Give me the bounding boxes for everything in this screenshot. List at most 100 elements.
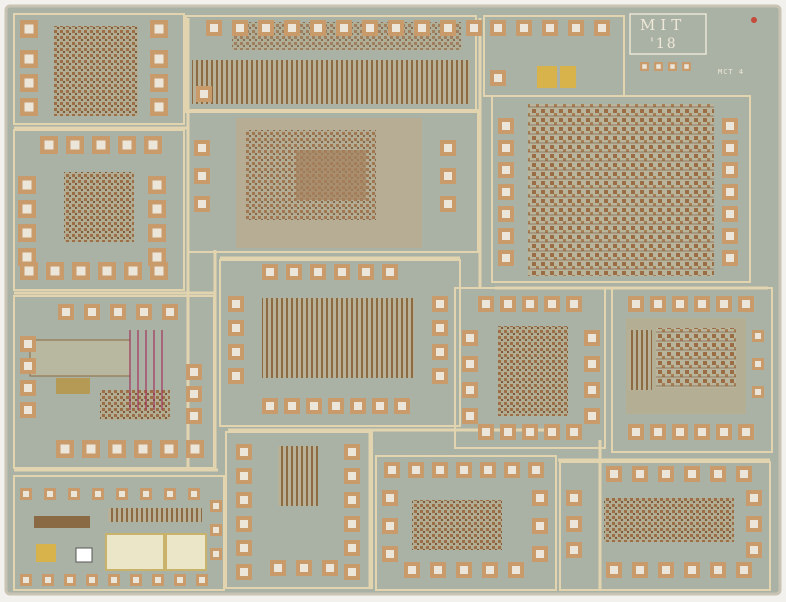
bond-pad-center — [24, 384, 32, 392]
bond-pad-center — [662, 566, 670, 574]
bond-pad-center — [348, 448, 356, 456]
bond-pad-center — [536, 550, 544, 558]
bond-pad-center — [386, 494, 394, 502]
bond-pad-center — [191, 491, 197, 497]
bond-pad-center — [274, 564, 282, 572]
bond-pad-center — [742, 428, 750, 436]
bond-pad-center — [726, 122, 734, 130]
bond-pad-center — [526, 300, 534, 308]
bond-pad-center — [354, 402, 362, 410]
bond-pad-center — [24, 102, 34, 112]
bond-pad-center — [436, 372, 444, 380]
bond-pad-center — [386, 550, 394, 558]
bond-pad-center — [504, 428, 512, 436]
bond-pad-center — [610, 566, 618, 574]
bond-pad-center — [232, 324, 240, 332]
bond-pad-center — [200, 90, 208, 98]
bond-pad-center — [240, 496, 248, 504]
bond-pad-center — [434, 566, 442, 574]
gold-pad-top-right — [537, 66, 557, 88]
bond-pad-center — [111, 577, 117, 583]
bond-pad-center — [684, 64, 689, 69]
bond-pad-center — [112, 444, 122, 454]
bond-pad-center — [348, 520, 356, 528]
bond-pad-center — [444, 144, 452, 152]
bond-pad-center — [76, 266, 86, 276]
bond-pad-center — [338, 268, 346, 276]
logic-block-top-left — [54, 26, 138, 116]
bond-pad-center — [326, 564, 334, 572]
block-frames — [13, 13, 773, 591]
bond-pad-center — [482, 300, 490, 308]
bond-pad-center — [392, 24, 400, 32]
bond-pad-center — [213, 551, 219, 557]
bond-pad-center — [190, 368, 198, 376]
bond-pad-center — [148, 140, 158, 150]
bond-pad-center — [154, 78, 164, 88]
bond-pad-center — [89, 577, 95, 583]
bond-pad-center — [536, 522, 544, 530]
bond-pad-center — [154, 266, 164, 276]
bond-pad-center — [726, 166, 734, 174]
bond-pad-center — [198, 172, 206, 180]
bond-pad-center — [466, 412, 474, 420]
bond-pad-center — [290, 268, 298, 276]
bond-pad-center — [502, 210, 510, 218]
analog-block-left — [29, 339, 131, 377]
bond-pad-center — [24, 362, 32, 370]
bond-pad-center — [502, 166, 510, 174]
bond-pad-center — [62, 308, 70, 316]
bond-pad-center — [398, 402, 406, 410]
bond-pad-center — [154, 24, 164, 34]
bond-pad-center — [726, 210, 734, 218]
bond-pad-center — [654, 300, 662, 308]
bond-pad-center — [190, 412, 198, 420]
die-marking-name: MIT — [640, 16, 686, 34]
bond-pad-center — [588, 334, 596, 342]
bond-pad-center — [143, 491, 149, 497]
bond-pad-center — [466, 334, 474, 342]
bus-lines-left — [129, 330, 163, 410]
bond-pad-center — [632, 300, 640, 308]
bond-pad-center — [288, 24, 296, 32]
bond-pad-center — [436, 300, 444, 308]
bond-pad-center — [198, 200, 206, 208]
logic-block-left-mid — [64, 172, 134, 242]
bond-pad-center — [240, 544, 248, 552]
bond-pad-center — [412, 466, 420, 474]
bond-pad-center — [266, 268, 274, 276]
bond-pad-center — [119, 491, 125, 497]
bond-pad-center — [314, 268, 322, 276]
logic-strip-bottom-left-b — [34, 516, 90, 528]
bond-pad-center — [95, 491, 101, 497]
bond-pad-center — [484, 466, 492, 474]
bond-pad-center — [236, 24, 244, 32]
bond-pad-center — [688, 470, 696, 478]
bond-pad-center — [86, 444, 96, 454]
bond-pad-center — [348, 544, 356, 552]
bond-pad-center — [436, 348, 444, 356]
bond-pad-center — [366, 24, 374, 32]
bond-pad-center — [22, 180, 32, 190]
bond-pad-center — [190, 390, 198, 398]
bond-pad-center — [740, 470, 748, 478]
bond-pad-center — [460, 466, 468, 474]
bond-pad-center — [408, 566, 416, 574]
bond-pad-center — [504, 300, 512, 308]
bond-pad-center — [22, 228, 32, 238]
bond-pad-center — [726, 144, 734, 152]
logic-block-bottom-b — [412, 500, 502, 550]
bond-pad-center — [494, 74, 502, 82]
bond-pad-center — [23, 577, 29, 583]
bond-pad-center — [348, 496, 356, 504]
bond-pad-center — [22, 204, 32, 214]
bond-pad-center — [588, 360, 596, 368]
marking-frame — [629, 13, 707, 55]
logic-block-center — [262, 298, 414, 378]
bond-pad-center — [636, 566, 644, 574]
bond-pad-center — [662, 470, 670, 478]
bond-pad-center — [240, 520, 248, 528]
bond-pad-center — [232, 348, 240, 356]
bond-pad-center — [213, 527, 219, 533]
